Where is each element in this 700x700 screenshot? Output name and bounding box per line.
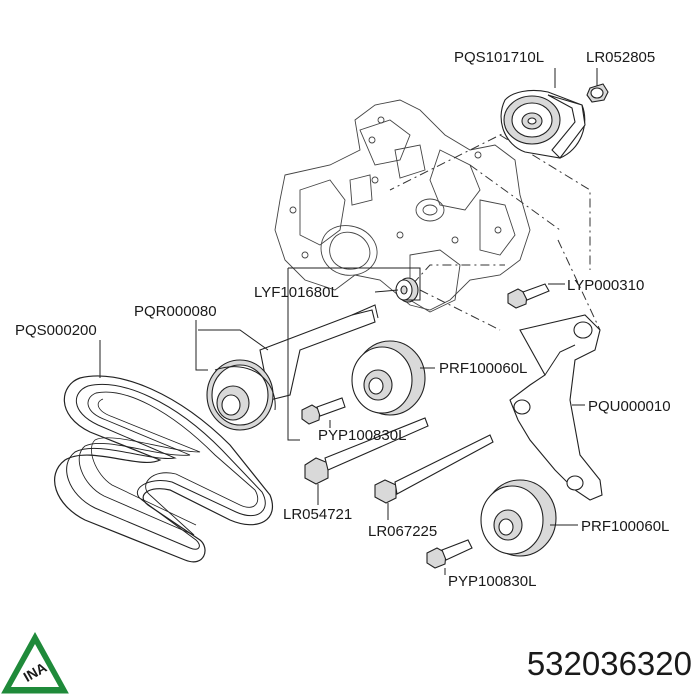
label-pqs101710l: PQS101710L [454, 49, 544, 66]
label-prf100060l-lower: PRF100060L [581, 518, 669, 535]
label-pqu000010: PQU000010 [588, 398, 671, 415]
idler-prf100060l-lower [480, 479, 557, 557]
engine-block [274, 99, 531, 313]
tensioner-arm-pqr000080 [206, 304, 379, 431]
part-number: 532036320 [527, 645, 692, 682]
bracket-pqu000010 [509, 314, 603, 501]
label-pqr000080: PQR000080 [134, 303, 217, 320]
part-labels: PQS101710L LR052805 LYP000310 LYF101680L… [15, 49, 671, 590]
label-pyp100830l-upper: PYP100830L [318, 427, 406, 444]
label-prf100060l-upper: PRF100060L [439, 360, 527, 377]
idler-lyf101680l [395, 277, 419, 303]
ina-logo: INA [1, 631, 69, 694]
tensioner-pqs101710l [500, 89, 586, 159]
label-pyp100830l-lower: PYP100830L [448, 573, 536, 590]
bolt-lr052805 [586, 83, 609, 103]
label-lr054721: LR054721 [283, 506, 352, 523]
bolt-pyp100830l-upper [301, 397, 346, 425]
label-lyf101680l: LYF101680L [254, 284, 339, 301]
leader-lines [99, 68, 598, 575]
label-lr052805: LR052805 [586, 49, 655, 66]
bolt-lr054721 [304, 417, 429, 485]
label-lr067225: LR067225 [368, 523, 437, 540]
bolt-lr067225 [374, 434, 494, 504]
label-lyp000310: LYP000310 [567, 277, 644, 294]
idler-prf100060l-upper [351, 340, 426, 416]
bolt-lyp000310 [507, 283, 550, 309]
belt-pqs000200 [54, 375, 273, 563]
bolt-pyp100830l-lower [426, 539, 473, 569]
label-pqs000200: PQS000200 [15, 322, 97, 339]
